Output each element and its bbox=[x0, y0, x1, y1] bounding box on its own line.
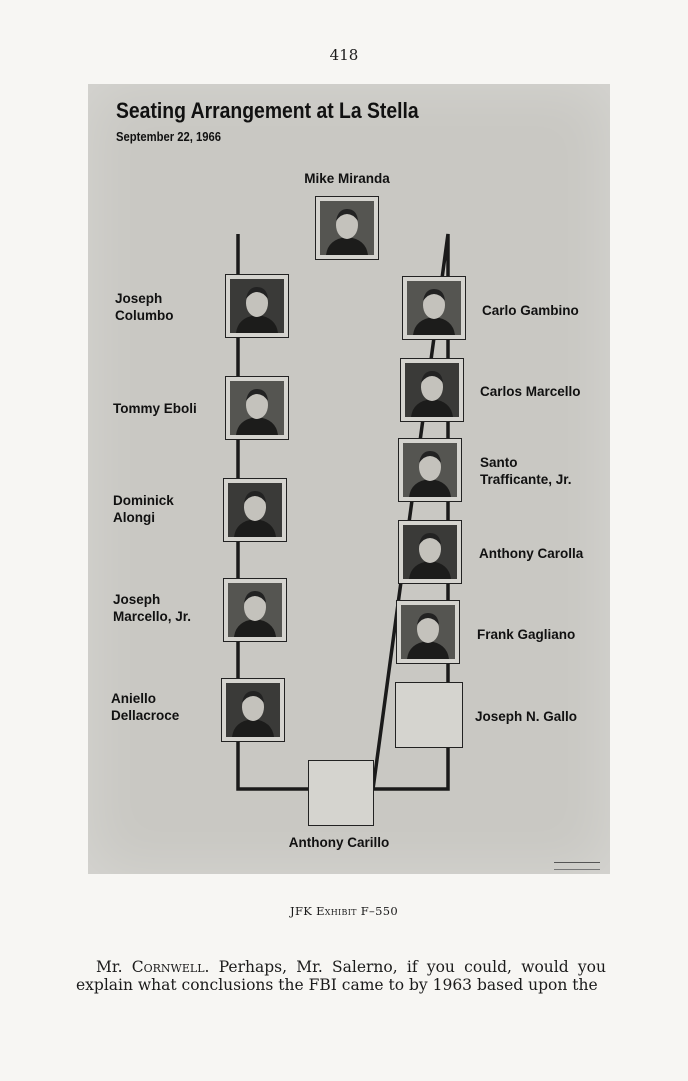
photo-face bbox=[421, 373, 443, 401]
seat-aniello-dellacroce bbox=[221, 678, 285, 742]
name-tommy-eboli: Tommy Eboli bbox=[113, 401, 197, 416]
photo-shoulders bbox=[413, 317, 455, 335]
portrait-photo bbox=[405, 363, 459, 417]
photo-shoulders bbox=[234, 619, 276, 637]
portrait-photo bbox=[407, 281, 461, 335]
portrait-photo bbox=[403, 525, 457, 579]
photo-hair bbox=[423, 289, 445, 301]
photo-face bbox=[246, 391, 268, 419]
portrait-photo bbox=[228, 583, 282, 637]
photo-face bbox=[246, 289, 268, 317]
name-joseph-columbo: Joseph Columbo bbox=[115, 291, 174, 323]
name-joseph-marcello-jr: Joseph Marcello, Jr. bbox=[113, 592, 192, 624]
seat-carlos-marcello bbox=[400, 358, 464, 422]
portrait-photo bbox=[230, 381, 284, 435]
photo-shoulders bbox=[236, 417, 278, 435]
photo-shoulders bbox=[232, 719, 274, 737]
photo-hair bbox=[246, 389, 268, 401]
photo-shoulders bbox=[326, 237, 368, 255]
photo-face bbox=[419, 535, 441, 563]
name-anthony-carillo: Anthony Carillo bbox=[288, 835, 390, 850]
name-dominick-alongi: Dominick Alongi bbox=[113, 493, 174, 525]
portrait-photo bbox=[403, 443, 457, 497]
seat-santo-trafficante-jr bbox=[398, 438, 462, 502]
photo-shoulders bbox=[236, 315, 278, 333]
name-santo-trafficante-jr: Santo Trafficante, Jr. bbox=[480, 455, 572, 487]
seat-dominick-alongi bbox=[223, 478, 287, 542]
name-aniello-dellacroce: Aniello Dellacroce bbox=[111, 691, 180, 723]
corner-mark bbox=[554, 862, 600, 870]
exhibit-caption: JFK Exhibit F–550 bbox=[0, 904, 688, 918]
seat-anthony-carillo bbox=[308, 760, 374, 826]
figure-title: Seating Arrangement at La Stella bbox=[116, 98, 419, 123]
seat-carlo-gambino bbox=[402, 276, 466, 340]
speaker-name: Cornwell. bbox=[131, 958, 210, 976]
seat-joseph-n-gallo bbox=[395, 682, 463, 748]
caption-number: F–550 bbox=[360, 904, 398, 918]
portrait-photo bbox=[320, 201, 374, 255]
seat-frank-gagliano bbox=[396, 600, 460, 664]
photo-face bbox=[244, 493, 266, 521]
name-carlos-marcello: Carlos Marcello bbox=[480, 384, 581, 399]
name-mike-miranda: Mike Miranda bbox=[304, 171, 390, 186]
seat-joseph-columbo bbox=[225, 274, 289, 338]
photo-hair bbox=[336, 209, 358, 221]
page-number: 418 bbox=[329, 46, 359, 64]
photo-hair bbox=[246, 287, 268, 299]
photo-shoulders bbox=[409, 479, 451, 497]
portrait-photo bbox=[230, 279, 284, 333]
photo-hair bbox=[421, 371, 443, 383]
photo-hair bbox=[244, 491, 266, 503]
photo-face bbox=[423, 291, 445, 319]
seat-mike-miranda bbox=[315, 196, 379, 260]
photo-shoulders bbox=[407, 641, 449, 659]
photo-face bbox=[419, 453, 441, 481]
photo-hair bbox=[242, 691, 264, 703]
portrait-photo bbox=[401, 605, 455, 659]
photo-hair bbox=[244, 591, 266, 603]
photo-face bbox=[242, 693, 264, 721]
photo-hair bbox=[419, 533, 441, 545]
photo-face bbox=[417, 615, 439, 643]
seat-tommy-eboli bbox=[225, 376, 289, 440]
figure-date: September 22, 1966 bbox=[116, 130, 222, 144]
speaker-prefix: Mr. bbox=[96, 958, 123, 976]
portrait-photo bbox=[228, 483, 282, 537]
photo-hair bbox=[419, 451, 441, 463]
portrait-photo bbox=[226, 683, 280, 737]
name-frank-gagliano: Frank Gagliano bbox=[477, 627, 576, 642]
photo-hair bbox=[417, 613, 439, 625]
name-joseph-n-gallo: Joseph N. Gallo bbox=[475, 709, 578, 724]
seat-anthony-carolla bbox=[398, 520, 462, 584]
seat-joseph-marcello-jr bbox=[223, 578, 287, 642]
photo-shoulders bbox=[411, 399, 453, 417]
photo-shoulders bbox=[409, 561, 451, 579]
exhibit-figure: Seating Arrangement at La Stella Septemb… bbox=[88, 84, 610, 874]
photo-shoulders bbox=[234, 519, 276, 537]
caption-prefix: JFK bbox=[290, 904, 313, 918]
photo-face bbox=[244, 593, 266, 621]
caption-label: Exhibit bbox=[316, 904, 357, 918]
name-carlo-gambino: Carlo Gambino bbox=[482, 303, 579, 318]
paragraph-text: Perhaps, Mr. Salerno, if you could, woul… bbox=[76, 958, 606, 994]
name-anthony-carolla: Anthony Carolla bbox=[479, 546, 584, 561]
body-paragraph: Mr. Cornwell. Perhaps, Mr. Salerno, if y… bbox=[76, 958, 606, 994]
photo-face bbox=[336, 211, 358, 239]
